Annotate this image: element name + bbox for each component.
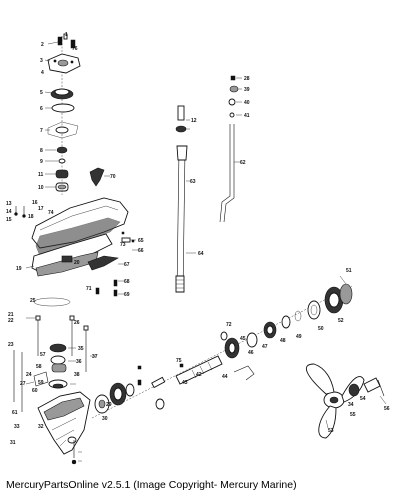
- label-4: 4: [41, 70, 44, 76]
- label-52: 52: [338, 318, 344, 324]
- label-51: 51: [346, 268, 352, 274]
- label-54: 54: [360, 396, 366, 402]
- copyright-caption: MercuryPartsOnline v2.5.1 (Image Copyrig…: [6, 479, 297, 491]
- label-17: 17: [38, 206, 44, 212]
- label-68: 68: [124, 279, 130, 285]
- water-pump-assembly[interactable]: [47, 33, 105, 195]
- label-50: 50: [318, 326, 324, 332]
- label-73: 73: [120, 242, 126, 248]
- label-76: 76: [72, 46, 78, 52]
- part-number-labels: 1 2 3 4 5 6 7 8 9 10 11 12 13 14 15 16 1…: [6, 32, 390, 446]
- label-70: 70: [110, 174, 116, 180]
- label-23: 23: [8, 342, 14, 348]
- driveshaft[interactable]: [175, 105, 188, 293]
- label-20: 20: [74, 260, 80, 266]
- label-48: 48: [280, 338, 286, 344]
- label-65: 65: [138, 238, 144, 244]
- label-53: 53: [328, 428, 334, 434]
- label-10: 10: [38, 185, 44, 191]
- label-37: 37: [92, 354, 98, 360]
- label-74: 74: [48, 210, 54, 216]
- label-27: 27: [20, 381, 26, 387]
- label-34: 34: [348, 402, 354, 408]
- label-42: 42: [196, 372, 202, 378]
- label-19: 19: [16, 266, 22, 272]
- label-44: 44: [222, 374, 228, 380]
- label-64: 64: [198, 251, 204, 257]
- label-62: 62: [240, 160, 246, 166]
- label-31: 31: [10, 440, 16, 446]
- label-32: 32: [38, 424, 44, 430]
- label-71: 71: [86, 286, 92, 292]
- label-1: 1: [65, 32, 68, 38]
- label-36: 36: [76, 359, 82, 365]
- label-18: 18: [28, 214, 34, 220]
- label-69: 69: [124, 292, 130, 298]
- label-22: 22: [8, 318, 14, 324]
- label-29: 29: [106, 402, 112, 408]
- label-61: 61: [12, 410, 18, 416]
- label-11: 11: [38, 172, 44, 178]
- label-24: 24: [26, 372, 32, 378]
- propeller[interactable]: [305, 363, 385, 439]
- lower-housing-studs[interactable]: [13, 297, 89, 412]
- label-16: 16: [32, 200, 38, 206]
- label-28: 28: [244, 76, 250, 82]
- label-57: 57: [40, 352, 46, 358]
- label-40: 40: [244, 100, 250, 106]
- label-67: 67: [124, 262, 130, 268]
- label-14: 14: [6, 209, 12, 215]
- label-25: 25: [30, 298, 36, 304]
- label-47: 47: [262, 344, 268, 350]
- driveshaft-housing[interactable]: [14, 197, 135, 277]
- label-43: 43: [182, 380, 188, 386]
- shift-rod[interactable]: [219, 75, 239, 223]
- label-35: 35: [78, 346, 84, 352]
- label-49: 49: [296, 334, 302, 340]
- label-6: 6: [40, 106, 43, 112]
- label-59: 59: [38, 380, 44, 386]
- label-15: 15: [6, 217, 12, 223]
- propeller-shaft-assembly[interactable]: [91, 283, 353, 419]
- gearcase[interactable]: [37, 391, 91, 465]
- label-60: 60: [32, 388, 38, 394]
- label-13: 13: [6, 201, 12, 207]
- label-66: 66: [138, 248, 144, 254]
- label-75: 75: [176, 358, 182, 364]
- label-33: 33: [14, 424, 20, 430]
- label-26: 26: [74, 320, 80, 326]
- label-38: 38: [74, 372, 80, 378]
- label-46: 46: [248, 350, 254, 356]
- label-5: 5: [40, 90, 43, 96]
- label-41: 41: [244, 113, 250, 119]
- label-12: 12: [191, 118, 197, 124]
- label-56: 56: [384, 406, 390, 412]
- label-45: 45: [240, 336, 246, 342]
- label-72: 72: [226, 322, 232, 328]
- misc-fasteners[interactable]: [95, 231, 125, 297]
- label-8: 8: [40, 148, 43, 154]
- label-39: 39: [244, 87, 250, 93]
- label-9: 9: [40, 159, 43, 165]
- label-21: 21: [8, 312, 14, 318]
- label-3: 3: [40, 58, 43, 64]
- label-30: 30: [102, 416, 108, 422]
- leader-lines: [25, 41, 387, 462]
- label-63: 63: [190, 179, 196, 185]
- label-58: 58: [36, 364, 42, 370]
- label-7: 7: [40, 128, 43, 134]
- label-55: 55: [350, 412, 356, 418]
- label-2: 2: [41, 42, 44, 48]
- exploded-parts-diagram: 1 2 3 4 5 6 7 8 9 10 11 12 13 14 15 16 1…: [6, 32, 390, 465]
